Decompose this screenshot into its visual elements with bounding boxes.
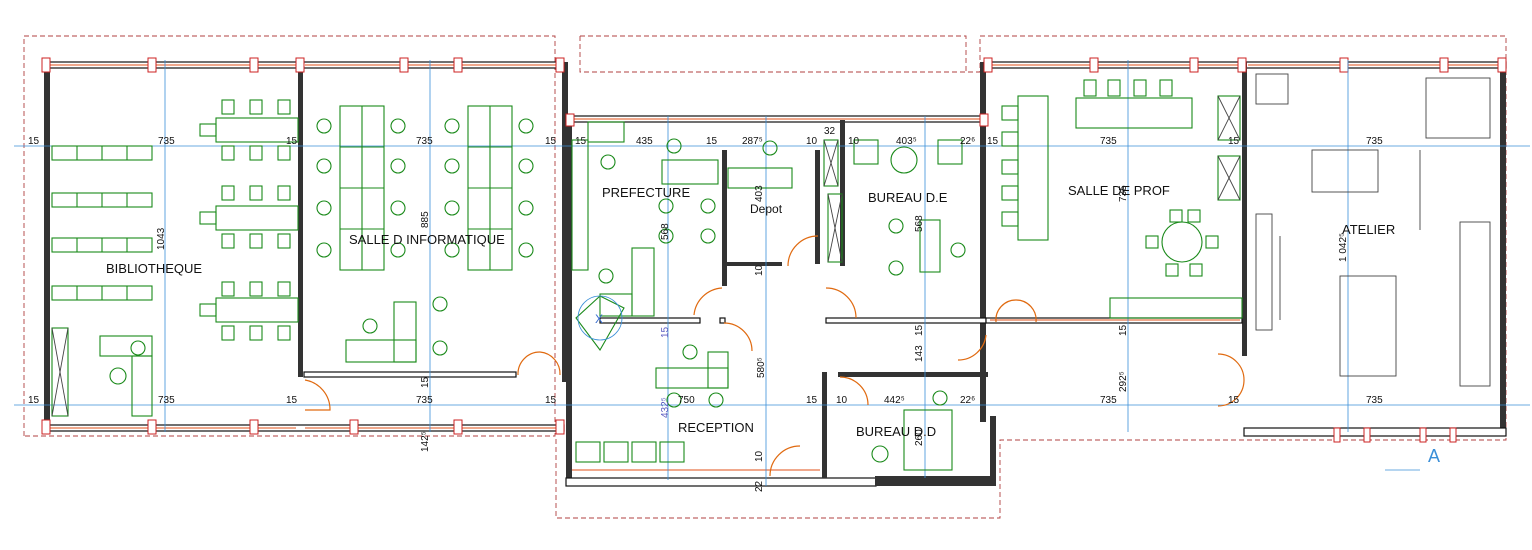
informatique-furniture — [316, 105, 534, 363]
dim-v-reception: 580⁵ — [756, 357, 767, 378]
dim-top-3: 735 — [416, 136, 433, 147]
dim-bottom-1: 735 — [158, 395, 175, 406]
dim-top-2: 15 — [286, 136, 298, 147]
room-label-bibliotheque: BIBLIOTHEQUE — [106, 261, 202, 276]
dim-v-15b: 15 — [420, 376, 431, 388]
room-label-bureau-dd: BUREAU D.D — [856, 424, 936, 439]
dim-top-7: 15 — [706, 136, 718, 147]
dim-top-4: 15 — [545, 136, 557, 147]
dim-v-15a: 15 — [660, 326, 671, 338]
doors — [304, 235, 1245, 477]
dim-v-15d: 15 — [914, 324, 925, 336]
dim-bottom-2: 15 — [286, 395, 298, 406]
room-label-salle-informatique: SALLE D INFORMATIQUE — [349, 232, 505, 247]
dim-top-16: 15 — [1228, 136, 1240, 147]
dimension-lines — [14, 60, 1530, 486]
dim-top-5: 15 — [575, 136, 587, 147]
dim-bottom-3: 735 — [416, 395, 433, 406]
room-label-atelier: ATELIER — [1342, 222, 1395, 237]
dim-top-6: 435 — [636, 136, 653, 147]
dim-v-10a: 10 — [754, 264, 765, 276]
reception-furniture — [575, 344, 953, 471]
dim-top-15: 735 — [1100, 136, 1117, 147]
dim-v-10b: 10 — [754, 450, 765, 462]
windows — [50, 64, 1500, 471]
dim-v-depot: 403 — [754, 185, 765, 202]
bottom-row-dimensions: 15 735 15 735 15 750 15 10 442⁵ 22⁶ 735 … — [28, 395, 1383, 406]
room-label-salle-prof: SALLE DE PROF — [1068, 183, 1170, 198]
room-label-depot: Depot — [750, 202, 783, 216]
dim-v-15c: 15 — [1118, 324, 1129, 336]
section-marker: A — [1428, 446, 1440, 466]
site-outline — [23, 35, 1507, 519]
room-labels: BIBLIOTHEQUE SALLE D INFORMATIQUE PREFEC… — [106, 183, 1395, 439]
dim-top-13: 22⁶ — [960, 136, 975, 147]
salle-prof-furniture — [1001, 79, 1243, 319]
dim-v-143: 143 — [914, 345, 925, 362]
walls — [43, 61, 1507, 487]
dim-bottom-12: 735 — [1366, 395, 1383, 406]
dim-v-pref: 568 — [660, 223, 671, 240]
dim-top-1: 735 — [158, 136, 175, 147]
dim-top-14: 15 — [987, 136, 999, 147]
dim-bottom-11: 15 — [1228, 395, 1240, 406]
prefecture-furniture — [571, 121, 719, 351]
dim-v-atelier: 1 042⁵ — [1338, 233, 1349, 262]
room-label-bureau-de: BUREAU D.E — [868, 190, 948, 205]
dim-bottom-10: 735 — [1100, 395, 1117, 406]
dim-v-22: 22 — [754, 480, 765, 492]
dim-bottom-4: 15 — [545, 395, 557, 406]
room-label-prefecture: PREFECTURE — [602, 185, 690, 200]
depot-de-furniture — [727, 139, 966, 276]
dim-bottom-7: 10 — [836, 395, 848, 406]
dim-v-de: 568 — [914, 215, 925, 232]
dim-v-prof: 735 — [1118, 185, 1129, 202]
dim-top-12: 403⁵ — [896, 136, 917, 147]
dim-v-260: 260 — [914, 429, 925, 446]
dim-top-9: 10 — [806, 136, 818, 147]
dim-v-2925: 292⁵ — [1118, 371, 1129, 392]
dim-top-8: 287⁵ — [742, 136, 763, 147]
x-marker: X — [595, 312, 603, 326]
dim-bottom-6: 15 — [806, 395, 818, 406]
columns — [41, 57, 1507, 443]
dim-top-11: 10 — [848, 136, 860, 147]
markers: X A — [595, 312, 1440, 466]
dim-bottom-9: 22⁶ — [960, 395, 975, 406]
dim-top-0: 15 — [28, 136, 40, 147]
dim-top-10: 32 — [824, 126, 836, 137]
dim-top-17: 735 — [1366, 136, 1383, 147]
dim-v-info: 885 — [420, 211, 431, 228]
vertical-dimensions: 1043 885 568 403 568 735 1 042⁵ 580⁵ 15 … — [156, 185, 1349, 492]
top-row-dimensions: 15 735 15 735 15 15 435 15 287⁵ 10 32 10… — [28, 126, 1383, 147]
dim-bottom-8: 442⁵ — [884, 395, 905, 406]
room-label-reception: RECEPTION — [678, 420, 754, 435]
dim-v-4325: 432⁵ — [660, 397, 671, 418]
dim-v-bib: 1043 — [156, 227, 167, 250]
atelier-furniture — [1255, 73, 1491, 387]
bibliotheque-furniture — [51, 99, 299, 417]
dim-bottom-0: 15 — [28, 395, 40, 406]
dim-v-1425: 142⁵ — [420, 431, 431, 452]
dim-bottom-5: 750 — [678, 395, 695, 406]
